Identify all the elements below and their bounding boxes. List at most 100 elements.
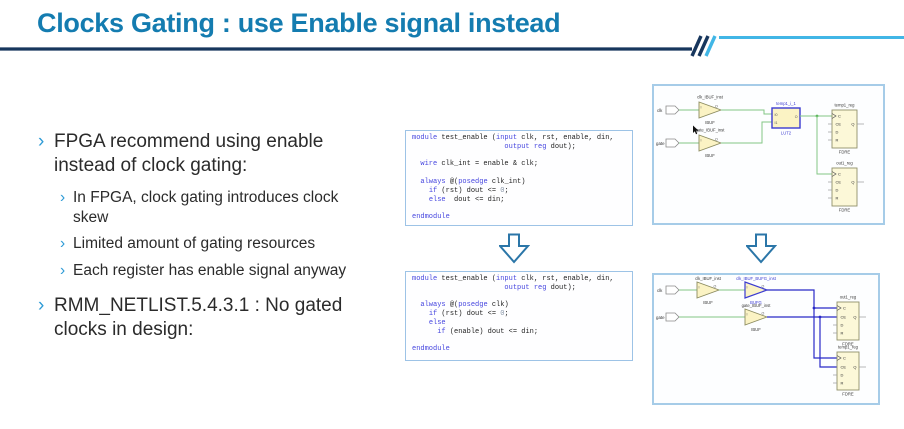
down-arrow-right [746,233,777,264]
input-port-gate: gate [656,312,680,322]
pin-i1: I1 [775,121,778,125]
register-body [836,301,860,341]
rule-slash-3 [704,35,717,57]
bullet-item: › Each register has enable signal anyway [60,261,372,281]
code-line: endmodule [412,345,450,354]
pin-ce: CE [841,365,847,370]
wire-gate-to-lut [721,121,772,144]
buffer-triangle [698,134,723,152]
buffer-triangle [744,281,769,299]
pin-o: O [715,105,718,109]
port-label-gate: gate [656,315,665,320]
code-line: endmodule [412,213,450,222]
pin-c: C [838,114,841,119]
pin-o: O [762,285,765,289]
bullet-item: ›In FPGA, clock gating introduces clock … [60,188,372,227]
bullet-text: In FPGA, clock gating introduces clock s… [73,189,339,226]
pin-q: Q [853,365,856,370]
instance-label: clk_IBUF_inst [697,95,724,100]
wire-lut-to-out1reg [816,116,832,175]
bullet-text: Limited amount of gating resources [73,235,316,252]
clock-pin-mark [831,171,837,177]
code-block-gated-clock: module test_enable (input clk, rst, enab… [405,130,633,226]
port-label-clk: clk [657,288,663,293]
pin-c: C [838,172,841,177]
pin-r: R [841,381,844,386]
pin-r: R [836,138,839,143]
pin-d: D [836,188,839,193]
code-line: always @(posedge clk) [420,301,509,310]
down-arrow-left [499,233,530,264]
pin-i: I [699,286,700,290]
code-line [412,293,626,302]
port-label-clk: clk [657,108,663,113]
cell-type-label: FDRE [842,392,854,397]
rule-slash-2 [697,35,710,57]
port-symbol-gate [665,138,680,148]
code-line: output reg dout); [504,142,576,151]
register-body [836,351,860,391]
pin-d: D [841,373,844,378]
code-line: output reg dout); [504,283,576,292]
bufg-clk: clk_IBUF_BUFG_inst BUFG I O [736,276,777,305]
schematic-clock-enable: clk clk_IBUF_inst IBUF I O clk_IBUF_BUFG… [652,273,880,405]
pin-q: Q [851,180,854,185]
bullet-text: RMM_NETLIST.5.4.3.1 : No gated clocks in… [54,295,343,340]
code-line: if (rst) dout <= 0; [428,186,509,195]
input-port-gate: gate [656,138,680,148]
bullet-marker-icon: › [38,131,45,152]
pin-o: O [762,312,765,316]
pin-ce: CE [841,315,847,320]
ibuf-gate: gate_IBUF_inst IBUF I O [742,303,772,332]
pin-i: I [747,313,748,317]
code-line: else dout <= din; [428,195,505,204]
register-out1: out1_reg C CE D R Q FDRE [828,161,864,213]
bullet-marker-icon: › [38,295,45,316]
clock-pin-mark [836,355,842,361]
title-rule [0,35,904,57]
register-temp1: temp1_reg C CE D R Q FDRE [828,103,864,155]
port-symbol-clk [665,105,680,115]
code-line [412,169,626,178]
ibuf-gate: gate_IBUF_inst IBUF I O [696,128,726,159]
instance-label: clk_IBUF_BUFG_inst [736,276,777,281]
cell-type-label: FDRE [839,150,851,155]
cell-type-label: IBUF [705,120,715,125]
lut2-gate: temp1_i_1 LUT2 I0 I1 O [771,101,801,136]
input-port-clk: clk [657,285,680,295]
buffer-triangle [698,101,723,119]
register-out1: out1_reg C CE D R Q FDRE [833,295,866,347]
cell-type-label: IBUF [703,300,713,305]
buffer-triangle [696,281,721,299]
pin-o: O [795,115,798,119]
ibuf-clk: clk_IBUF_inst IBUF I O [695,276,722,305]
bullet-marker-icon: › [60,261,66,279]
bullet-list: ›FPGA recommend using enable instead of … [38,130,372,352]
pin-q: Q [851,122,854,127]
clock-pin-mark [836,305,842,311]
instance-label: temp1_reg [834,103,855,108]
code-line: if (enable) dout <= din; [437,327,539,336]
instance-label: clk_IBUF_inst [695,276,722,281]
pin-d: D [836,130,839,135]
rule-slash-1 [690,35,703,57]
code-line: module test_enable (input clk, rst, enab… [412,134,614,142]
register-temp1: temp1_reg C CE D R Q FDRE [833,345,866,397]
buffer-triangle [744,308,769,326]
pin-ce: CE [836,180,842,185]
pin-c: C [843,356,846,361]
register-body [831,109,858,149]
bullet-text: Each register has enable signal anyway [73,261,347,279]
code-line: module test_enable (input clk, rst, enab… [412,275,614,283]
port-label-gate: gate [656,141,665,146]
pin-o: O [715,138,718,142]
pin-c: C [843,306,846,311]
code-line: wire clk_int = enable & clk; [420,160,539,169]
pin-r: R [836,196,839,201]
instance-label: out1_reg [840,295,857,300]
code-line: else [428,318,446,327]
bullet-item: ›FPGA recommend using enable instead of … [38,130,372,178]
cell-type-label: FDRE [839,208,851,213]
code-line: always @(posedge clk_int) [420,177,526,186]
